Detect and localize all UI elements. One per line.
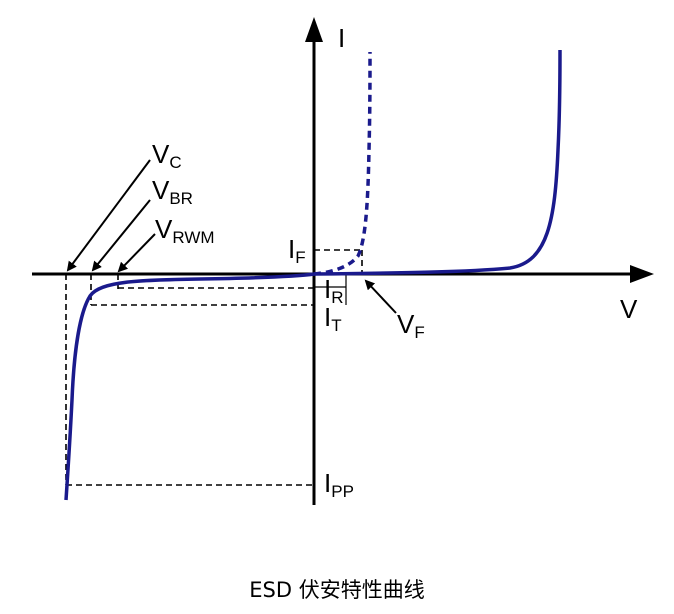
iv-curve-positive [313,49,562,276]
vbr-arrow [91,199,151,272]
y-axis-label: I [338,23,345,53]
diagram-caption: ESD 伏安特性曲线 [249,578,424,602]
label-vf: VF [397,309,425,342]
guide-lines [65,249,363,486]
vc-arrow [66,159,151,272]
x-axis-label: V [620,294,638,324]
iv-curve-negative [64,272,315,501]
label-vrwm: VRWM [155,214,215,247]
label-ipp: IPP [324,468,354,501]
label-ir: IR [324,274,344,307]
label-vbr: VBR [152,175,193,208]
iv-curve-forward-dashed [313,51,372,276]
vrwm-arrow [117,233,156,273]
x-axis-arrow [630,265,654,283]
label-if: IF [288,234,306,267]
vf-arrow [364,279,397,314]
y-axis-arrow [305,17,323,42]
label-vc: VC [152,139,182,172]
label-it: IT [324,302,342,335]
